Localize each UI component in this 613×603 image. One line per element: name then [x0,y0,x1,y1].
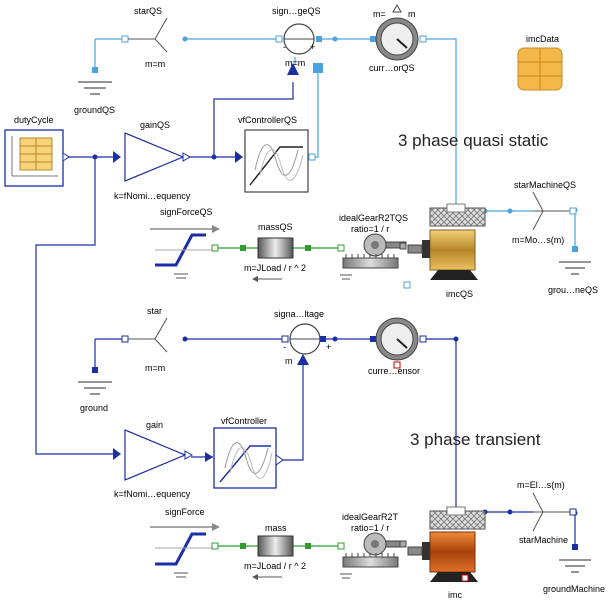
mass-label: mass [265,523,287,533]
output-arrow-icon [392,3,402,13]
star-icon [532,191,570,231]
ground-icon [559,261,591,275]
star-label: star [147,306,162,316]
currentsensor-component[interactable]: curre…ensor [368,317,427,376]
vf-curve-icon [219,442,273,483]
vf-curve-icon [249,144,304,186]
mass-param: m=JLoad / r ^ 2 [244,561,306,571]
signalvoltageqs-component[interactable]: sign…geQS - + m=m [272,6,323,75]
star-param: m=m [145,363,165,373]
signalvoltage-minus: - [283,342,286,352]
vfcontroller-label: vfController [221,416,267,426]
groundmachineqs-label: grou…neQS [548,285,598,295]
gain-triangle-icon [124,429,187,481]
ground-icon [559,559,591,573]
signalvoltage-label: signa…ltage [274,309,324,319]
idealgearr2tqs-label: idealGearR2TQS [339,213,408,223]
mass-component[interactable]: mass m=JLoad / r ^ 2 [240,523,311,580]
gain-param: k=fNomi…equency [114,489,191,499]
gainqs-param: k=fNomi…equency [114,191,191,201]
gain-triangle-icon [124,132,185,182]
signforceqs-component[interactable]: signForceQS [150,207,220,279]
idealgearr2tqs-param: ratio=1 / r [351,224,389,234]
groundmachine-label: groundMachine [543,584,605,594]
currentsensorqs-m-left: m= [373,9,386,19]
groundqs-label: groundQS [74,105,115,115]
star-component[interactable]: star m=m [121,306,168,373]
currentsensorqs-component[interactable]: m= m curr…orQS [369,3,427,73]
massqs-component[interactable]: massQS m=JLoad / r ^ 2 [240,222,311,282]
mass-icon [257,237,294,259]
star-icon [532,492,570,532]
signforce-component[interactable]: signForce [150,507,220,578]
starqs-param: m=m [145,59,165,69]
vfcontrollerqs-label: vfControllerQS [238,115,297,125]
vfcontrollerqs-component[interactable]: vfControllerQS [235,115,316,193]
imcdata-component[interactable]: imcData [517,34,563,91]
dutycycle-component[interactable]: dutyCycle [4,115,70,187]
gain-component[interactable]: gain k=fNomi…equency [113,420,194,499]
gear-rack-icon [340,532,407,579]
groundmachine-component[interactable]: groundMachine [543,544,605,594]
section-title-quasi-static: 3 phase quasi static [398,131,549,150]
starmachineqs-component[interactable]: starMachineQS m=Mo…s(m) [512,180,577,245]
massqs-label: massQS [258,222,293,232]
imcqs-component[interactable]: imcQS [403,203,486,299]
currentsensor-label: curre…ensor [368,366,420,376]
groundqs-component[interactable]: groundQS [74,67,115,115]
signalvoltageqs-plus: + [310,42,315,52]
currentsensorqs-m-right: m [408,9,416,19]
signalvoltageqs-minus: - [283,42,286,52]
signalvoltage-component[interactable]: signa…ltage - + m [274,309,331,366]
gainqs-component[interactable]: gainQS k=fNomi…equency [113,120,192,201]
imc-component[interactable]: imc [407,506,486,600]
section-title-transient: 3 phase transient [410,430,541,449]
motor-icon [429,531,476,573]
gain-label: gain [146,420,163,430]
sign-curve-icon [155,532,206,566]
gear-rack-icon [340,233,407,280]
mass-icon [257,535,294,557]
ground-icon [78,381,112,395]
gainqs-label: gainQS [140,120,170,130]
signforceqs-label: signForceQS [160,207,213,217]
signalvoltageqs-label: sign…geQS [272,6,321,16]
starqs-label: starQS [134,6,162,16]
ground-icon [78,81,112,95]
motor-icon [429,229,476,271]
star-icon [128,317,168,353]
starqs-component[interactable]: starQS m=m [121,6,168,69]
imcdata-label: imcData [526,34,559,44]
star-icon [128,17,168,53]
starmachine-component[interactable]: m=El…s(m) starMachine [517,480,577,545]
starmachineqs-param: m=Mo…s(m) [512,235,564,245]
currentsensorqs-label: curr…orQS [369,63,415,73]
idealgearr2tqs-component[interactable]: idealGearR2TQS ratio=1 / r [337,213,408,280]
wires [35,36,578,547]
signalvoltage-plus: + [326,342,331,352]
massqs-param: m=JLoad / r ^ 2 [244,263,306,273]
signalvoltage-param: m [285,356,293,366]
imc-label: imc [448,590,462,600]
dutycycle-label: dutyCycle [14,115,54,125]
signforce-label: signForce [165,507,205,517]
ground-label: ground [80,403,108,413]
signalvoltageqs-param: m=m [285,58,305,68]
idealgearr2t-param: ratio=1 / r [351,523,389,533]
table-icon [11,136,58,177]
starmachine-param: m=El…s(m) [517,480,565,490]
imcqs-label: imcQS [446,289,473,299]
idealgearr2t-component[interactable]: idealGearR2T ratio=1 / r [337,512,407,579]
starmachine-label: starMachine [519,535,568,545]
starmachineqs-label: starMachineQS [514,180,576,190]
vfcontroller-component[interactable]: vfController [205,416,284,489]
idealgearr2t-label: idealGearR2T [342,512,399,522]
ground-component[interactable]: ground [78,367,112,413]
groundmachineqs-component[interactable]: grou…neQS [548,246,598,295]
